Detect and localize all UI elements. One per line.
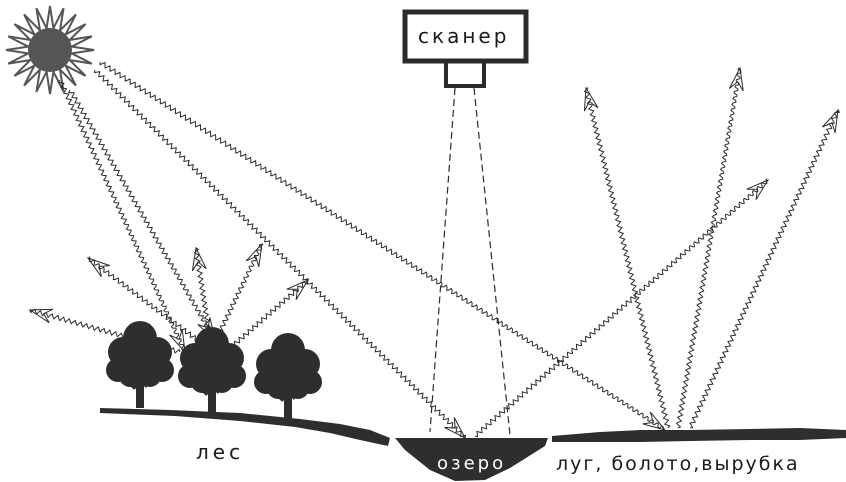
arrowhead (169, 328, 186, 354)
arrowhead (822, 108, 839, 134)
tree-icon (178, 327, 246, 414)
arrowhead (191, 246, 207, 272)
reflected-ray (675, 67, 742, 429)
lake-label: озеро (437, 453, 507, 474)
sun-icon (5, 5, 95, 95)
tree-icon (254, 333, 322, 420)
arrowhead (728, 66, 744, 92)
reflected-ray (583, 87, 671, 429)
reflected-ray (214, 244, 264, 343)
ground (100, 408, 846, 481)
arrowhead (444, 417, 467, 440)
arrowhead (286, 278, 310, 301)
incident-ray (93, 69, 467, 438)
arrowhead (642, 411, 667, 431)
scanner-label: сканер (418, 24, 510, 48)
reflected-ray (193, 247, 213, 341)
incident-ray (57, 79, 187, 352)
forest-trees (106, 321, 322, 420)
arrowhead (28, 308, 54, 324)
arrowhead (583, 86, 599, 112)
reflected-ray (474, 178, 768, 438)
reflected-ray (88, 256, 201, 343)
meadow-ground (552, 428, 846, 442)
arrowhead (245, 242, 263, 268)
meadow-label: луг, болото,вырубка (556, 453, 800, 475)
reflected-ray (689, 110, 841, 429)
arrowhead (746, 178, 770, 200)
forest-ground (100, 408, 390, 446)
incident-ray (99, 61, 665, 432)
reflected-ray (227, 278, 308, 352)
arrowhead (86, 257, 110, 278)
lake-basin (395, 438, 548, 481)
radiation-rays (28, 61, 841, 440)
scanner-icon (402, 9, 529, 88)
forest-label: лес (196, 440, 245, 464)
incident-ray (68, 89, 216, 342)
scanner-view-lines (429, 87, 511, 436)
